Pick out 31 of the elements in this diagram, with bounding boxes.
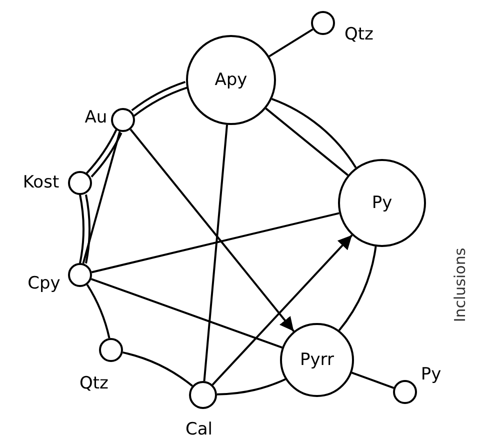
connector-line xyxy=(82,131,121,264)
mineral-label: Qtz xyxy=(344,26,374,44)
mineral-label: Au xyxy=(84,110,108,126)
connector-line xyxy=(351,372,394,389)
connector-line xyxy=(133,86,188,117)
mineral-label: Cal xyxy=(186,422,212,438)
connector-line xyxy=(216,378,286,396)
connector-line xyxy=(90,132,122,178)
connector-line xyxy=(86,129,118,174)
connector-line xyxy=(86,284,110,338)
connector-line xyxy=(131,80,186,112)
connector-line xyxy=(84,194,90,264)
connector-line xyxy=(203,124,228,382)
mineral-label: Cpy xyxy=(28,276,60,292)
connector-line xyxy=(78,194,84,264)
mineral-label: Py xyxy=(372,194,392,212)
mineral-label: Py xyxy=(420,366,442,384)
arrow xyxy=(130,128,295,332)
mineral-label: Qtz xyxy=(80,376,108,392)
side-label: Inclusions xyxy=(451,248,469,322)
mineral-label: Pyrr xyxy=(300,352,334,368)
arrow xyxy=(212,234,353,386)
connector-line xyxy=(268,28,314,58)
connector-line xyxy=(271,98,357,168)
connector-line xyxy=(91,212,340,274)
mineral-label: Kost xyxy=(22,174,60,192)
connector-line xyxy=(122,351,193,387)
connector-line xyxy=(265,108,349,176)
mineral-label: Apy xyxy=(214,72,248,88)
connector-line xyxy=(338,246,377,331)
connector-line xyxy=(90,278,282,348)
